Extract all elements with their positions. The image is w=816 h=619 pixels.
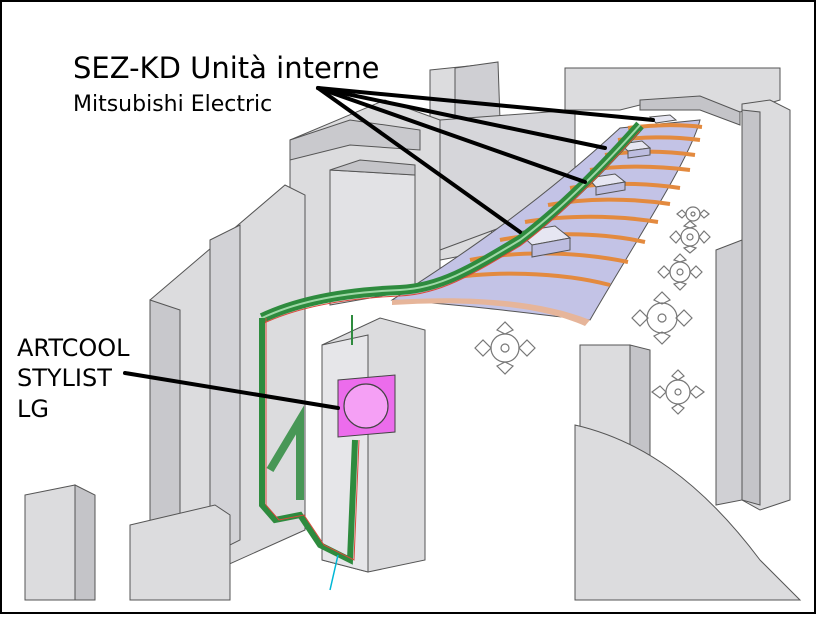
refrigerant-piping bbox=[259, 121, 644, 591]
leader-lines bbox=[123, 86, 655, 410]
lg-unit-label-line2: STYLIST bbox=[17, 364, 112, 392]
central-column bbox=[321, 317, 426, 573]
lg-unit-label-line1: ARTCOOL bbox=[17, 334, 130, 362]
artcool-unit bbox=[337, 374, 396, 438]
indoor-units-title: SEZ-KD Unità interne bbox=[73, 51, 380, 85]
lg-unit-label-line3: LG bbox=[17, 395, 49, 423]
floor-symbols bbox=[474, 206, 711, 415]
indoor-units-brand: Mitsubishi Electric bbox=[73, 92, 273, 117]
curved-wall bbox=[574, 424, 802, 601]
